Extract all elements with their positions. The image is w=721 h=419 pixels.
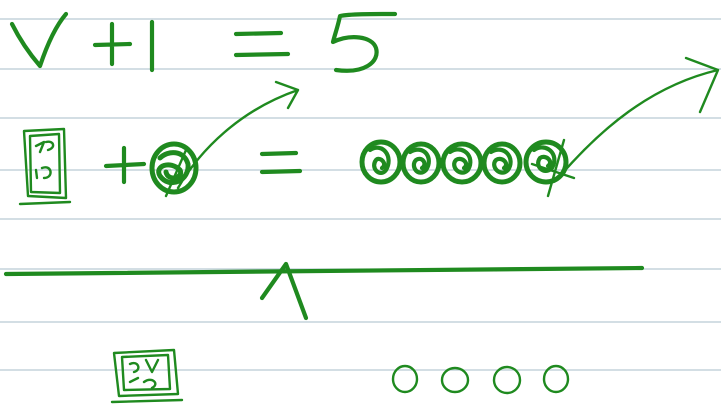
digit-five-stroke — [330, 11, 398, 73]
counter — [359, 139, 403, 185]
variable-x-stroke — [9, 11, 69, 69]
balance-scale — [3, 261, 645, 321]
counter-hollow — [440, 366, 470, 394]
equals-sign-model — [259, 150, 303, 175]
box-inner-outline — [28, 132, 62, 195]
equals-sign-stroke — [233, 30, 291, 58]
box-outline — [112, 348, 180, 398]
counter-hollow — [542, 364, 570, 394]
box-base-stroke — [110, 398, 184, 404]
counter-group-remaining — [391, 364, 570, 395]
counter — [481, 141, 523, 185]
counter-hollow — [492, 365, 522, 395]
cross-out-stroke — [164, 148, 188, 198]
counter-hollow — [391, 364, 419, 394]
arrow-right-removal — [558, 56, 720, 178]
arrow-left-removal — [176, 80, 300, 190]
counter — [400, 141, 442, 185]
box-scribble — [128, 358, 160, 390]
counter-crossed-left — [149, 141, 199, 198]
handwritten-equation — [9, 11, 398, 73]
model-bottom-row — [110, 348, 570, 404]
ruled-lines — [0, 18, 721, 371]
plus-sign-stroke — [92, 21, 133, 67]
box-base-stroke — [18, 200, 72, 206]
counter-fill-scribble — [156, 150, 191, 186]
model-top-row — [18, 56, 720, 206]
box-inner-outline — [120, 353, 172, 392]
counter — [440, 141, 484, 185]
box-outline — [22, 127, 68, 200]
variable-box-top — [18, 127, 72, 206]
variable-box-bottom — [110, 348, 184, 404]
balance-fulcrum — [259, 261, 309, 321]
balance-beam — [3, 265, 645, 277]
cross-out-stroke — [530, 138, 576, 198]
counter-group-right — [359, 138, 576, 198]
counter-circle — [149, 141, 199, 195]
counter-crossed-right — [523, 138, 576, 198]
plus-sign-model — [103, 145, 147, 185]
box-scribble — [34, 140, 55, 180]
